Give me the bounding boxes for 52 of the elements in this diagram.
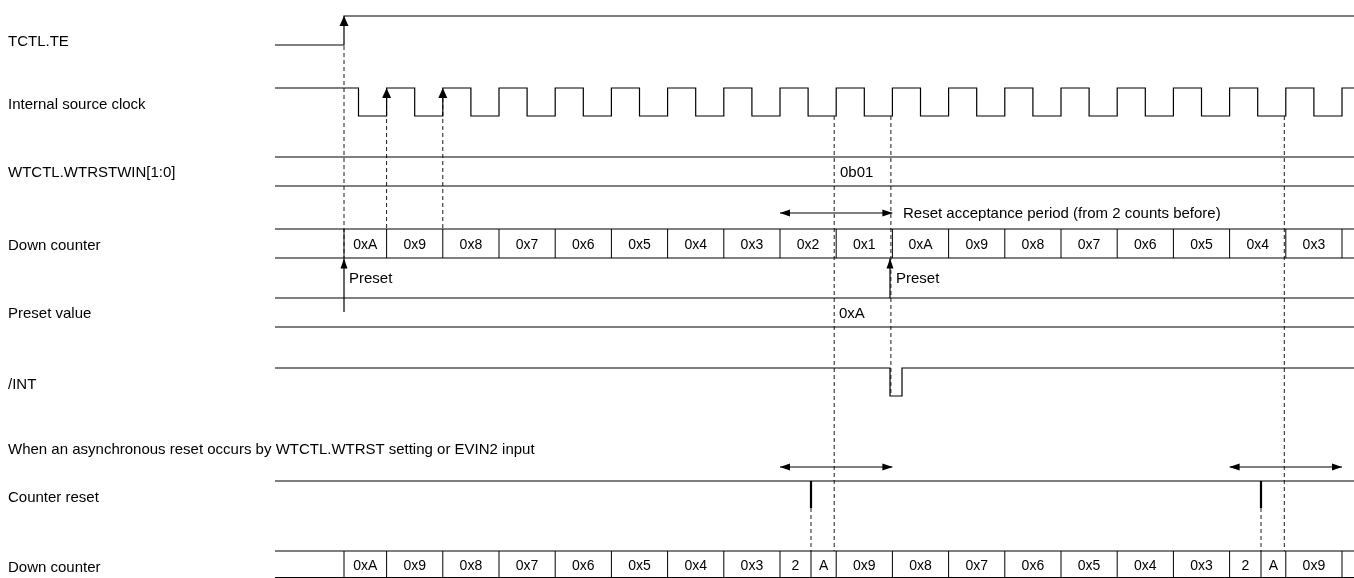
- preset-label: Preset: [349, 269, 393, 285]
- counter-value: 0x6: [1134, 237, 1157, 251]
- counter-value: 0x3: [1302, 237, 1326, 251]
- counter-value: 0x6: [1021, 558, 1045, 572]
- preset-label: Preset: [896, 269, 940, 285]
- counter-value: 0x8: [459, 558, 483, 572]
- counter-value: 0x4: [1246, 237, 1269, 251]
- period-label: Reset acceptance period (from 2 counts before): [903, 204, 1221, 220]
- counter-value: 0x9: [853, 558, 876, 572]
- counter-value: 0x6: [572, 558, 595, 572]
- bus-value: 0b01: [840, 163, 874, 179]
- counter-value: 0x6: [572, 237, 595, 251]
- counter-value: 0x5: [1190, 237, 1213, 251]
- signal-name: Counter reset: [8, 488, 99, 504]
- counter-value: 0x9: [1302, 558, 1326, 572]
- counter-value: 0x5: [1077, 558, 1101, 572]
- counter-value: 0x8: [1021, 237, 1045, 251]
- bus-value: 0xA: [839, 304, 865, 320]
- counter-value: 0x1: [853, 237, 876, 251]
- signal-name: Down counter: [8, 236, 101, 252]
- counter-value: 0x8: [459, 237, 483, 251]
- counter-value: 0x8: [909, 558, 932, 572]
- counter-value: 0x7: [515, 558, 539, 572]
- counter-value: 0x3: [740, 558, 764, 572]
- counter-value: 0x4: [1134, 558, 1157, 572]
- counter-value: 0xA: [353, 237, 378, 251]
- counter-value: 0x7: [515, 237, 539, 251]
- signal-name: Down counter: [8, 558, 101, 574]
- counter-value: 2: [791, 558, 800, 572]
- counter-value: A: [1268, 558, 1279, 572]
- counter-value: 0x3: [740, 237, 764, 251]
- counter-value: 0x7: [965, 558, 988, 572]
- counter-value: 2: [1241, 558, 1250, 572]
- counter-value: 0x4: [684, 558, 707, 572]
- counter-value: 0x2: [796, 237, 820, 251]
- counter-value: 0x4: [684, 237, 707, 251]
- signal-name: /INT: [8, 375, 37, 391]
- signal-name: TCTL.TE: [8, 32, 69, 48]
- counter-value: 0x9: [403, 558, 426, 572]
- counter-value: 0x9: [403, 237, 426, 251]
- counter-value: 0x9: [965, 237, 988, 251]
- signal-name: WTCTL.WTRSTWIN[1:0]: [8, 163, 176, 179]
- counter-value: 0x3: [1190, 558, 1213, 572]
- counter-value: A: [818, 558, 829, 572]
- signal-name: Internal source clock: [8, 95, 146, 111]
- counter-value: 0xA: [353, 558, 378, 572]
- counter-value: 0x5: [628, 237, 651, 251]
- counter-value: 0xA: [908, 237, 933, 251]
- note-text: When an asynchronous reset occurs by WTCTL.WTRST setting or EVIN2 input: [8, 440, 535, 456]
- counter-value: 0x7: [1077, 237, 1101, 251]
- counter-value: 0x5: [628, 558, 651, 572]
- signal-name: Preset value: [8, 304, 92, 320]
